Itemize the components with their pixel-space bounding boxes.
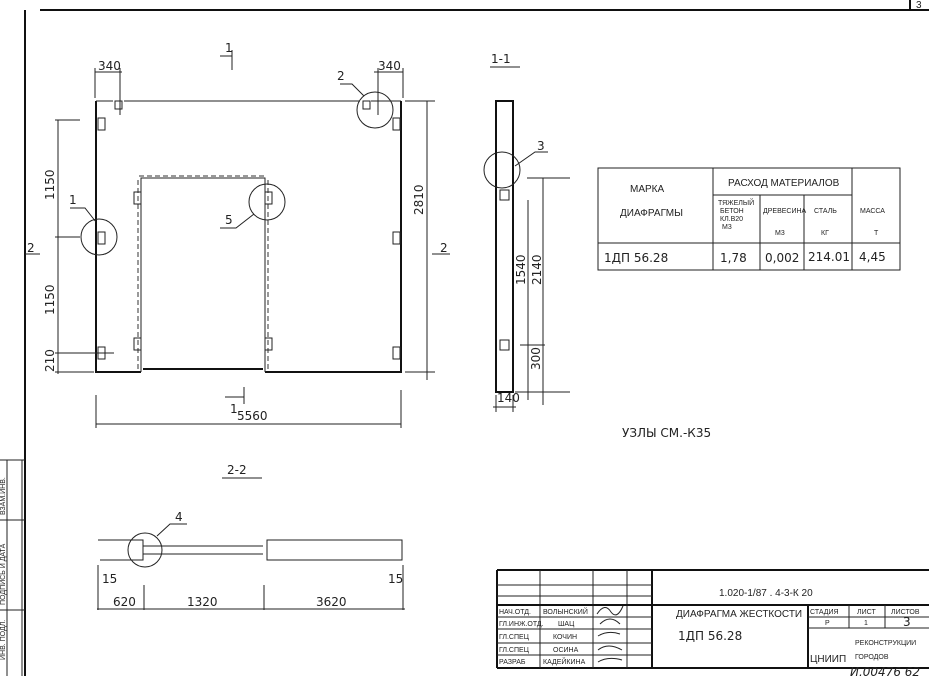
signatures [596, 605, 624, 663]
org-sub2: ГОРОДОВ [855, 654, 889, 661]
section-1-1-title: 1-1 [491, 52, 511, 66]
signer-role-2: ГЛ.ИНЖ.ОТД. [499, 621, 544, 628]
node-circle-2 [356, 91, 394, 129]
title-block [496, 569, 929, 669]
doc-name: ДИАФРАГМА ЖЕСТКОСТИ [676, 609, 802, 620]
row-wood: 0,002 [765, 251, 799, 265]
node-label-1: 1 [69, 193, 77, 207]
signer-name-2: ШАЦ [558, 621, 575, 628]
dim-height: 2810 [412, 184, 426, 215]
dim-15-left: 15 [102, 572, 117, 586]
row-steel: 214.01 [808, 250, 850, 264]
steel-unit: КГ [821, 230, 829, 237]
doc-mark: 1ДП 56.28 [678, 629, 742, 643]
row-concrete: 1,78 [720, 251, 747, 265]
elevation-view [25, 50, 450, 428]
dim-1540: 1540 [514, 254, 528, 285]
wood-header: ДРЕВЕСИНА [763, 208, 807, 215]
mass-header: МАССА [860, 208, 885, 215]
dim-140: 140 [497, 391, 520, 405]
dim-300: 300 [529, 347, 543, 370]
node-label-2: 2 [337, 69, 345, 83]
dim-left-lower: 1150 [43, 284, 57, 315]
node-circle-1 [80, 218, 118, 256]
signer-role-4: ГЛ.СПЕЦ [499, 647, 530, 654]
nodes-note: УЗЛЫ СМ.-К35 [622, 426, 711, 440]
dim-left-upper: 1150 [43, 169, 57, 200]
signer-name-1: ВОЛЫНСКИЙ [543, 607, 588, 616]
dim-1320: 1320 [187, 595, 218, 609]
dim-left-bottom: 210 [43, 349, 57, 372]
dim-width: 5560 [237, 409, 268, 423]
signer-name-3: КОЧИН [553, 634, 577, 641]
section-2-2-title: 2-2 [227, 463, 247, 477]
sheet-corner-number: 3 [916, 0, 922, 11]
dim-top-right: 340 [378, 59, 401, 73]
node-label-5: 5 [225, 213, 233, 227]
stage-value: Р [825, 620, 830, 627]
signer-name-5: КАДЕЙКИНА [543, 657, 586, 666]
concrete-unit: М3 [722, 224, 732, 231]
dim-3620: 3620 [316, 595, 347, 609]
stage-label: СТАДИЯ [810, 609, 839, 616]
node-circle-4 [127, 532, 163, 568]
signer-name-4: ОСИНА [553, 647, 579, 654]
section-mark-top: 1 [225, 41, 233, 55]
steel-header: СТАЛЬ [814, 208, 837, 215]
node-circle-5 [248, 183, 286, 221]
row-mark: 1ДП 56.28 [604, 251, 668, 265]
section-mark-right: 2 [440, 241, 448, 255]
inventory-number: И.00476 62 [850, 665, 920, 676]
signer-role-3: ГЛ.СПЕЦ [499, 634, 530, 641]
row-mass: 4,45 [859, 250, 886, 264]
col-mark-line2: ДИАФРАГМЫ [620, 208, 683, 219]
stamp-replace: ВЗАМ.ИНВ. [0, 477, 7, 515]
concrete-l1: ТЯЖЕЛЫЙ [718, 198, 754, 207]
section-mark-bottom: 1 [230, 402, 238, 416]
mass-unit: Т [874, 230, 879, 237]
sheet-value: 1 [864, 620, 868, 627]
node-label-3: 3 [537, 139, 545, 153]
wood-unit: М3 [775, 230, 785, 237]
dim-top-left: 340 [98, 59, 121, 73]
node-circle-3 [483, 151, 521, 189]
doc-code: 1.020-1/87 . 4-3-К 20 [719, 588, 813, 599]
stamp-inv: ИНВ. ПОДЛ. [0, 620, 7, 660]
section-1-1-view [483, 66, 570, 412]
concrete-l3: КЛ.В20 [720, 216, 743, 223]
signer-role-5: РАЗРАБ [499, 659, 526, 666]
org-name: ЦНИИП [810, 654, 846, 665]
signer-role-1: НАЧ.ОТД. [499, 609, 531, 616]
node-label-4: 4 [175, 510, 183, 524]
sheet-label: ЛИСТ [857, 609, 876, 616]
dim-620: 620 [113, 595, 136, 609]
materials-table [597, 167, 901, 271]
org-sub1: РЕКОНСТРУКЦИИ [855, 640, 916, 647]
stamp-sign: ПОДПИСЬ И ДАТА [0, 543, 7, 605]
concrete-l2: БЕТОН [720, 208, 744, 215]
col-mark-line1: МАРКА [630, 184, 664, 195]
section-2-2-view [97, 477, 405, 610]
dim-15-right: 15 [388, 572, 403, 586]
group-header: РАСХОД МАТЕРИАЛОВ [728, 178, 840, 189]
sheets-label: ЛИСТОВ [891, 609, 920, 616]
section-mark-left: 2 [27, 241, 35, 255]
sheets-value: 3 [903, 615, 911, 629]
dim-2140: 2140 [530, 254, 544, 285]
